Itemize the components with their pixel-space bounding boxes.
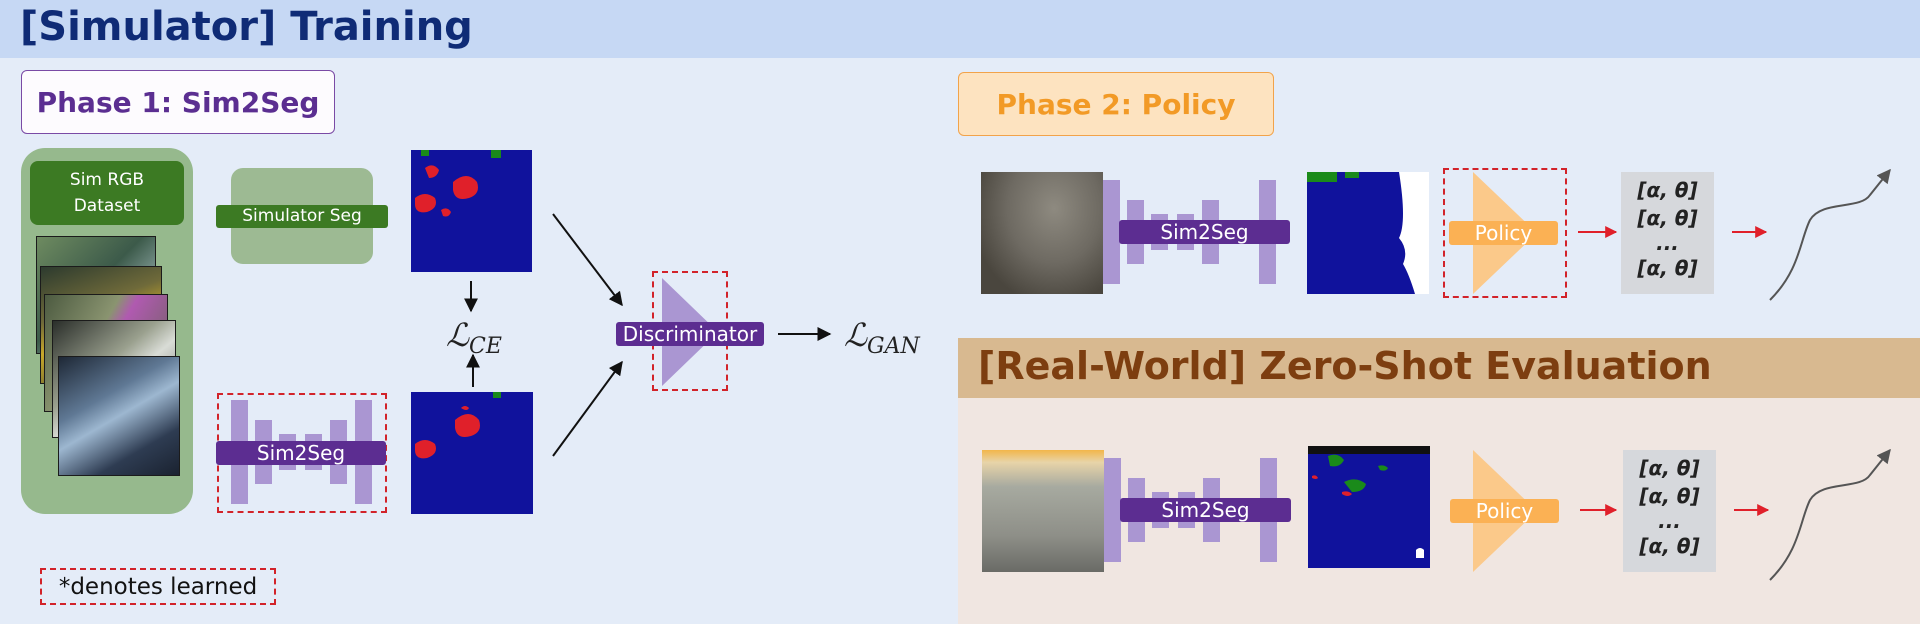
real-action-list: [α, θ] [α, θ] ... [α, θ]: [1623, 450, 1716, 572]
loss-ce-symbol: ℒ: [446, 316, 470, 354]
simulator-seg-label: Simulator Seg: [216, 205, 388, 228]
training-arrows: [464, 213, 832, 457]
arrow-pred-to-discriminator: [552, 360, 623, 457]
real-world-title: [Real-World] Zero-Shot Evaluation: [978, 344, 1712, 388]
trajectory-curve: [1769, 168, 1891, 301]
action-row: [α, θ]: [1639, 534, 1700, 558]
sim-policy-seg-map: [1307, 172, 1429, 294]
sim2seg-label: Sim2Seg: [216, 441, 386, 465]
sim-image: [58, 356, 180, 476]
phase1-label: Phase 1: Sim2Seg: [21, 70, 335, 134]
pred-seg-map-blobs: [415, 392, 501, 459]
sim-action-list: [α, θ] [α, θ] ... [α, θ]: [1621, 172, 1714, 294]
policy-learned-box: [1443, 168, 1567, 298]
action-ellipsis: ...: [1658, 509, 1681, 533]
action-row: [α, θ]: [1639, 484, 1700, 508]
action-row: [α, θ]: [1639, 456, 1700, 480]
sim-rgb-input-image: [981, 172, 1103, 294]
loss-gan: ℒGAN: [844, 316, 920, 359]
sim-rgb-dataset-label: Sim RGB Dataset: [30, 161, 184, 225]
arrow-seg-to-discriminator: [552, 213, 623, 307]
page-title: [Simulator] Training: [20, 4, 473, 50]
loss-gan-symbol: ℒ: [844, 316, 868, 354]
pred-seg-map: [411, 392, 533, 514]
discriminator-label: Discriminator: [616, 322, 764, 346]
legend-learned: *denotes learned: [40, 568, 276, 605]
sim-policy-seg-map-blobs: [1307, 172, 1429, 294]
loss-gan-subscript: GAN: [867, 334, 920, 359]
trajectory-curve: [1769, 448, 1891, 581]
real-seg-map: [1308, 446, 1430, 568]
action-ellipsis: ...: [1656, 231, 1679, 255]
phase2-label: Phase 2: Policy: [958, 72, 1274, 136]
policy-label: Policy: [1450, 499, 1559, 523]
sim2seg-label: Sim2Seg: [1120, 498, 1291, 522]
sim2seg-bar: [1104, 458, 1121, 562]
real-seg-map-blobs: [1308, 446, 1430, 558]
sim-seg-map-blobs: [415, 150, 501, 217]
header-bar: [0, 0, 1920, 58]
action-row: [α, θ]: [1637, 256, 1698, 280]
action-row: [α, θ]: [1637, 178, 1698, 202]
action-row: [α, θ]: [1637, 206, 1698, 230]
policy-label: Policy: [1449, 221, 1558, 245]
real-world-header: [958, 338, 1920, 398]
real-rgb-input-image: [982, 450, 1104, 572]
sim2seg-label: Sim2Seg: [1119, 220, 1290, 244]
dataset-label-line2: Dataset: [73, 196, 141, 216]
dataset-label-line1: Sim RGB: [69, 170, 145, 190]
sim2seg-bar: [1103, 180, 1120, 284]
sim-seg-map: [411, 150, 532, 272]
policy-arrows: [1578, 168, 1891, 581]
